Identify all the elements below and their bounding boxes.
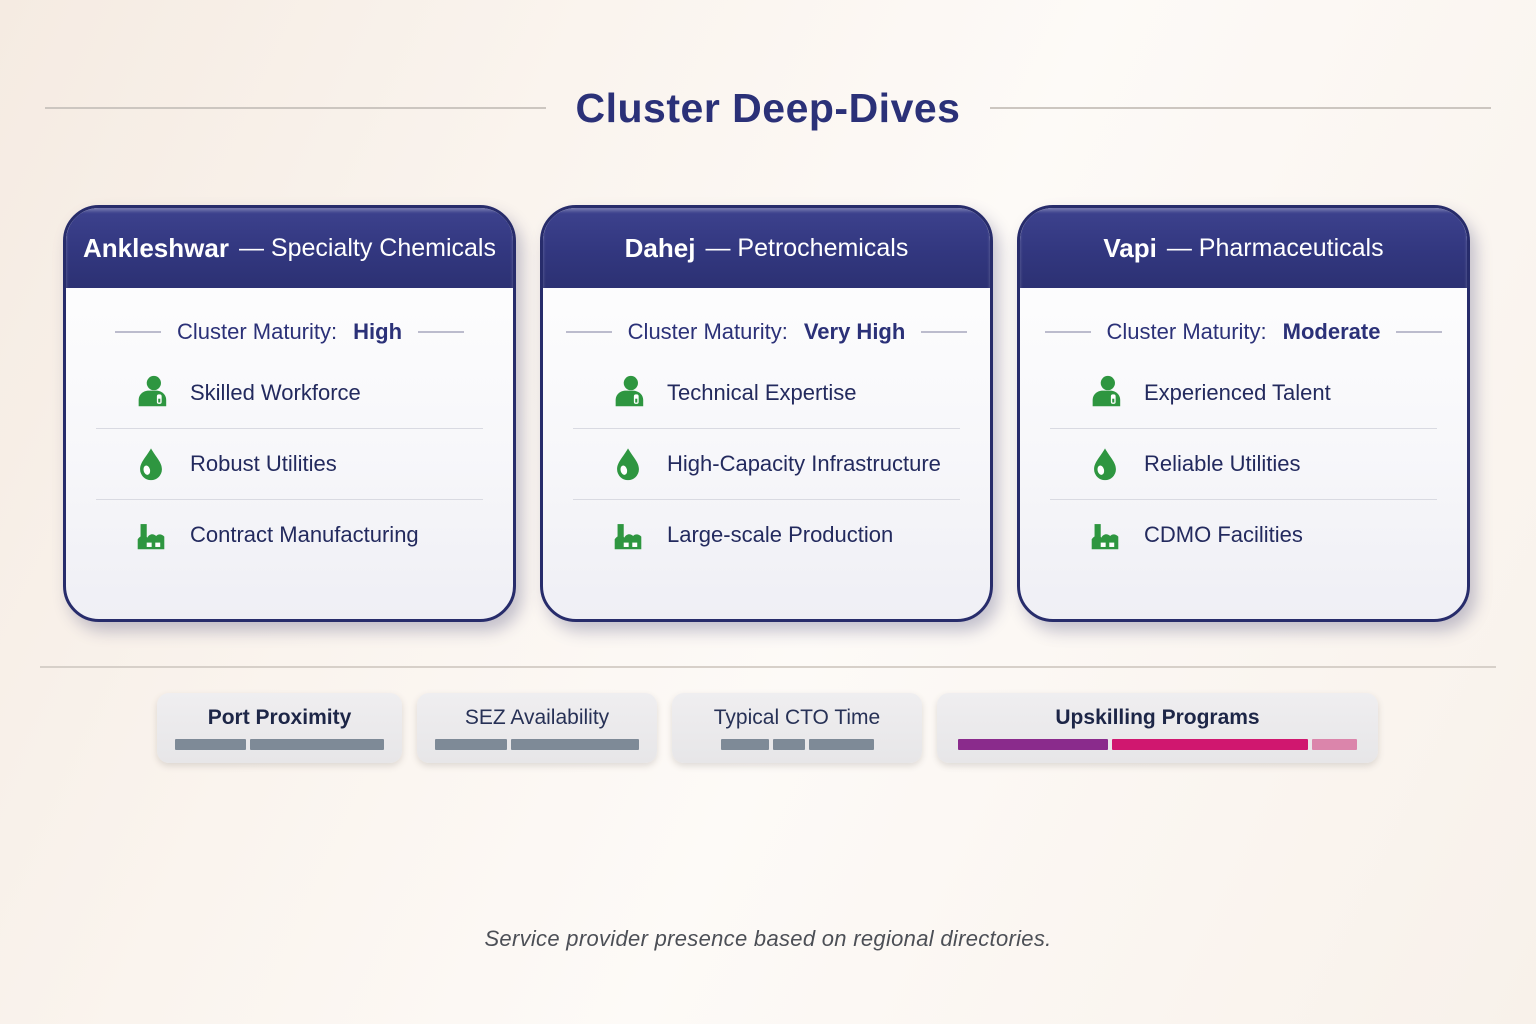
maturity-label: Cluster Maturity:	[1106, 319, 1267, 344]
card-sector: — Pharmaceuticals	[1166, 233, 1384, 262]
chip-port-proximity: Port Proximity	[157, 693, 402, 763]
feature-row: Experienced Talent	[1020, 358, 1467, 428]
worker-icon	[138, 375, 167, 407]
maturity-left-rule	[114, 331, 161, 333]
cluster-maturity: Cluster Maturity: Moderate	[1020, 312, 1467, 352]
feature-label: Robust Utilities	[190, 451, 337, 476]
maturity-left-rule	[1044, 331, 1091, 333]
feature-row: Technical Expertise	[543, 358, 990, 428]
chip-sez-availability: SEZ Availability	[417, 693, 657, 763]
feature-label: High-Capacity Infrastructure	[667, 451, 941, 476]
bar-segment	[250, 739, 384, 750]
card-header: Dahej — Petrochemicals	[543, 208, 990, 288]
cluster-card-ankleshwar: Ankleshwar — Specialty Chemicals Cluster…	[63, 205, 516, 622]
footer-note: Service provider presence based on regio…	[484, 926, 1052, 951]
bar-segment	[1312, 739, 1357, 750]
chip-label: Port Proximity	[207, 706, 352, 729]
factory-icon	[137, 524, 165, 550]
bar-segment	[510, 739, 639, 750]
bar-segment	[720, 739, 769, 750]
card-sector: — Specialty Chemicals	[238, 233, 496, 262]
chip-bar	[435, 739, 639, 750]
feature-label: Contract Manufacturing	[190, 522, 419, 547]
droplet-icon	[617, 448, 639, 481]
page-header: Cluster Deep-Dives	[45, 82, 1491, 134]
title-left-rule	[45, 107, 546, 109]
cluster-maturity: Cluster Maturity: High	[66, 312, 513, 352]
feature-row: High-Capacity Infrastructure	[543, 429, 990, 499]
card-city: Vapi	[1103, 232, 1157, 263]
card-city: Ankleshwar	[83, 232, 229, 263]
feature-divider	[96, 428, 483, 429]
feature-row: Reliable Utilities	[1020, 429, 1467, 499]
feature-divider	[1050, 428, 1437, 429]
bar-segment	[1112, 739, 1308, 750]
card-sector: — Petrochemicals	[705, 233, 909, 262]
feature-label: Reliable Utilities	[1144, 451, 1301, 476]
cluster-card-vapi: Vapi — Pharmaceuticals Cluster Maturity:…	[1017, 205, 1470, 622]
maturity-label: Cluster Maturity:	[176, 319, 338, 344]
maturity-right-rule	[418, 331, 465, 333]
chip-label: Upskilling Programs	[1055, 706, 1260, 729]
maturity-right-rule	[1396, 331, 1443, 333]
feature-label: CDMO Facilities	[1144, 522, 1303, 547]
feature-list: Skilled Workforce Robust Utilities Contr…	[66, 358, 513, 570]
bar-segment	[435, 739, 507, 750]
chip-label: Typical CTO Time	[713, 706, 881, 729]
bar-segment	[772, 739, 805, 750]
chip-bar	[690, 739, 904, 750]
maturity-right-rule	[921, 331, 968, 333]
worker-icon	[1092, 375, 1121, 407]
bar-segment	[175, 739, 247, 750]
metric-chips-row: Port Proximity SEZ Availability Typical …	[157, 693, 1378, 763]
card-header: Ankleshwar — Specialty Chemicals	[66, 208, 513, 288]
bar-segment	[958, 739, 1108, 750]
section-divider	[40, 666, 1496, 668]
feature-row: CDMO Facilities	[1020, 500, 1467, 570]
chip-bar	[955, 739, 1360, 750]
feature-list: Technical Expertise High-Capacity Infras…	[543, 358, 990, 570]
feature-divider	[1050, 499, 1437, 500]
feature-label: Experienced Talent	[1144, 380, 1331, 405]
maturity-value: Very High	[803, 319, 906, 344]
maturity-label: Cluster Maturity:	[627, 319, 788, 344]
chip-upskilling-programs: Upskilling Programs	[937, 693, 1378, 763]
title-right-rule	[990, 107, 1491, 109]
cluster-cards-row: Ankleshwar — Specialty Chemicals Cluster…	[63, 205, 1470, 622]
card-header: Vapi — Pharmaceuticals	[1020, 208, 1467, 288]
chip-typical-cto-time: Typical CTO Time	[672, 693, 922, 763]
card-city: Dahej	[624, 232, 696, 263]
maturity-value: High	[353, 319, 403, 344]
feature-label: Technical Expertise	[667, 380, 857, 405]
feature-label: Skilled Workforce	[190, 380, 361, 405]
feature-label: Large-scale Production	[667, 522, 894, 547]
chip-bar	[175, 739, 384, 750]
feature-divider	[96, 499, 483, 500]
chip-label: SEZ Availability	[464, 706, 610, 729]
feature-row: Skilled Workforce	[66, 358, 513, 428]
cluster-card-dahej: Dahej — Petrochemicals Cluster Maturity:…	[540, 205, 993, 622]
cluster-maturity: Cluster Maturity: Very High	[543, 312, 990, 352]
bar-segment	[808, 739, 874, 750]
factory-icon	[1091, 524, 1119, 550]
factory-icon	[614, 524, 642, 550]
feature-list: Experienced Talent Reliable Utilities CD…	[1020, 358, 1467, 570]
feature-row: Large-scale Production	[543, 500, 990, 570]
worker-icon	[615, 375, 644, 407]
feature-divider	[573, 499, 960, 500]
feature-row: Robust Utilities	[66, 429, 513, 499]
feature-row: Contract Manufacturing	[66, 500, 513, 570]
feature-divider	[573, 428, 960, 429]
droplet-icon	[1094, 448, 1116, 481]
page-title: Cluster Deep-Dives	[575, 84, 961, 131]
maturity-value: Moderate	[1282, 319, 1381, 344]
maturity-left-rule	[565, 331, 612, 333]
droplet-icon	[140, 448, 162, 481]
